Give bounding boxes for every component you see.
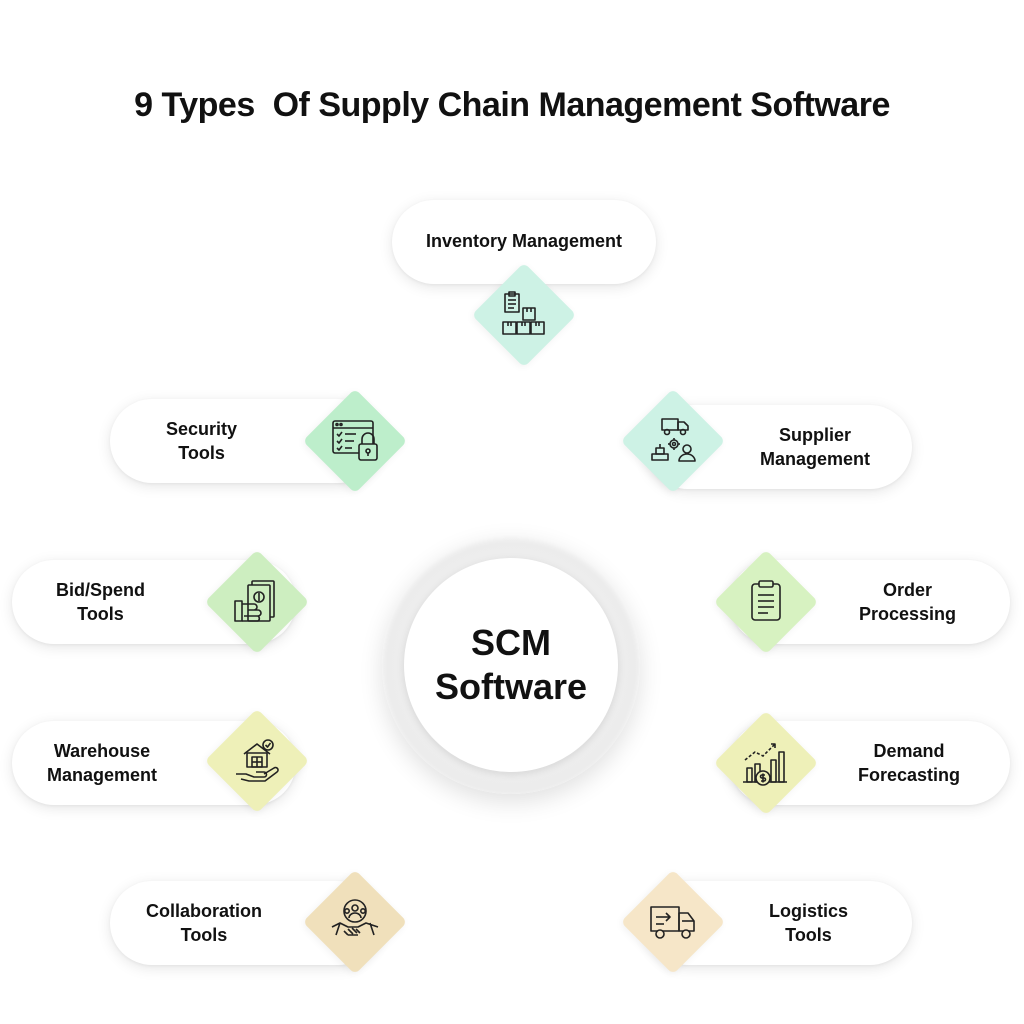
item-label-line2: Forecasting (857, 765, 960, 785)
item-label-line1: Warehouse (53, 741, 151, 761)
item-label-line2: Management (47, 765, 158, 785)
inventory-boxes-icon (499, 290, 549, 340)
item-label-line2: Processing (858, 604, 956, 624)
money-hand-icon (232, 577, 282, 627)
item-label-line1: Order (882, 580, 932, 600)
center-label-line1: SCM (471, 622, 551, 663)
clipboard-icon (741, 577, 791, 627)
truck-icon (648, 897, 698, 947)
growth-chart-icon (741, 738, 791, 788)
item-label-line2: Tools (77, 604, 124, 624)
warehouse-hand-icon (232, 736, 282, 786)
item-label: Inventory Management (425, 231, 623, 251)
center-label-line2: Software (434, 666, 588, 707)
item-label-line2: Tools (178, 443, 225, 463)
handshake-icon (330, 897, 380, 947)
item-label-line1: Demand (873, 741, 945, 761)
page-title: 9 Types Of Supply Chain Management Softw… (134, 86, 890, 124)
item-label-line1: Logistics (768, 901, 848, 921)
item-label-line1: Bid/Spend (56, 580, 145, 600)
item-label-line2: Tools (180, 925, 228, 945)
item-label-line1: Collaboration (146, 901, 262, 921)
item-label-line1: Security (166, 419, 238, 439)
security-lock-icon (330, 416, 380, 466)
item-label-line1: Supplier (778, 425, 851, 445)
item-label-line2: Tools (785, 925, 832, 945)
center-circle: SCM Software (404, 558, 618, 772)
supplier-icon (648, 416, 698, 466)
item-label-line2: Management (759, 449, 870, 469)
